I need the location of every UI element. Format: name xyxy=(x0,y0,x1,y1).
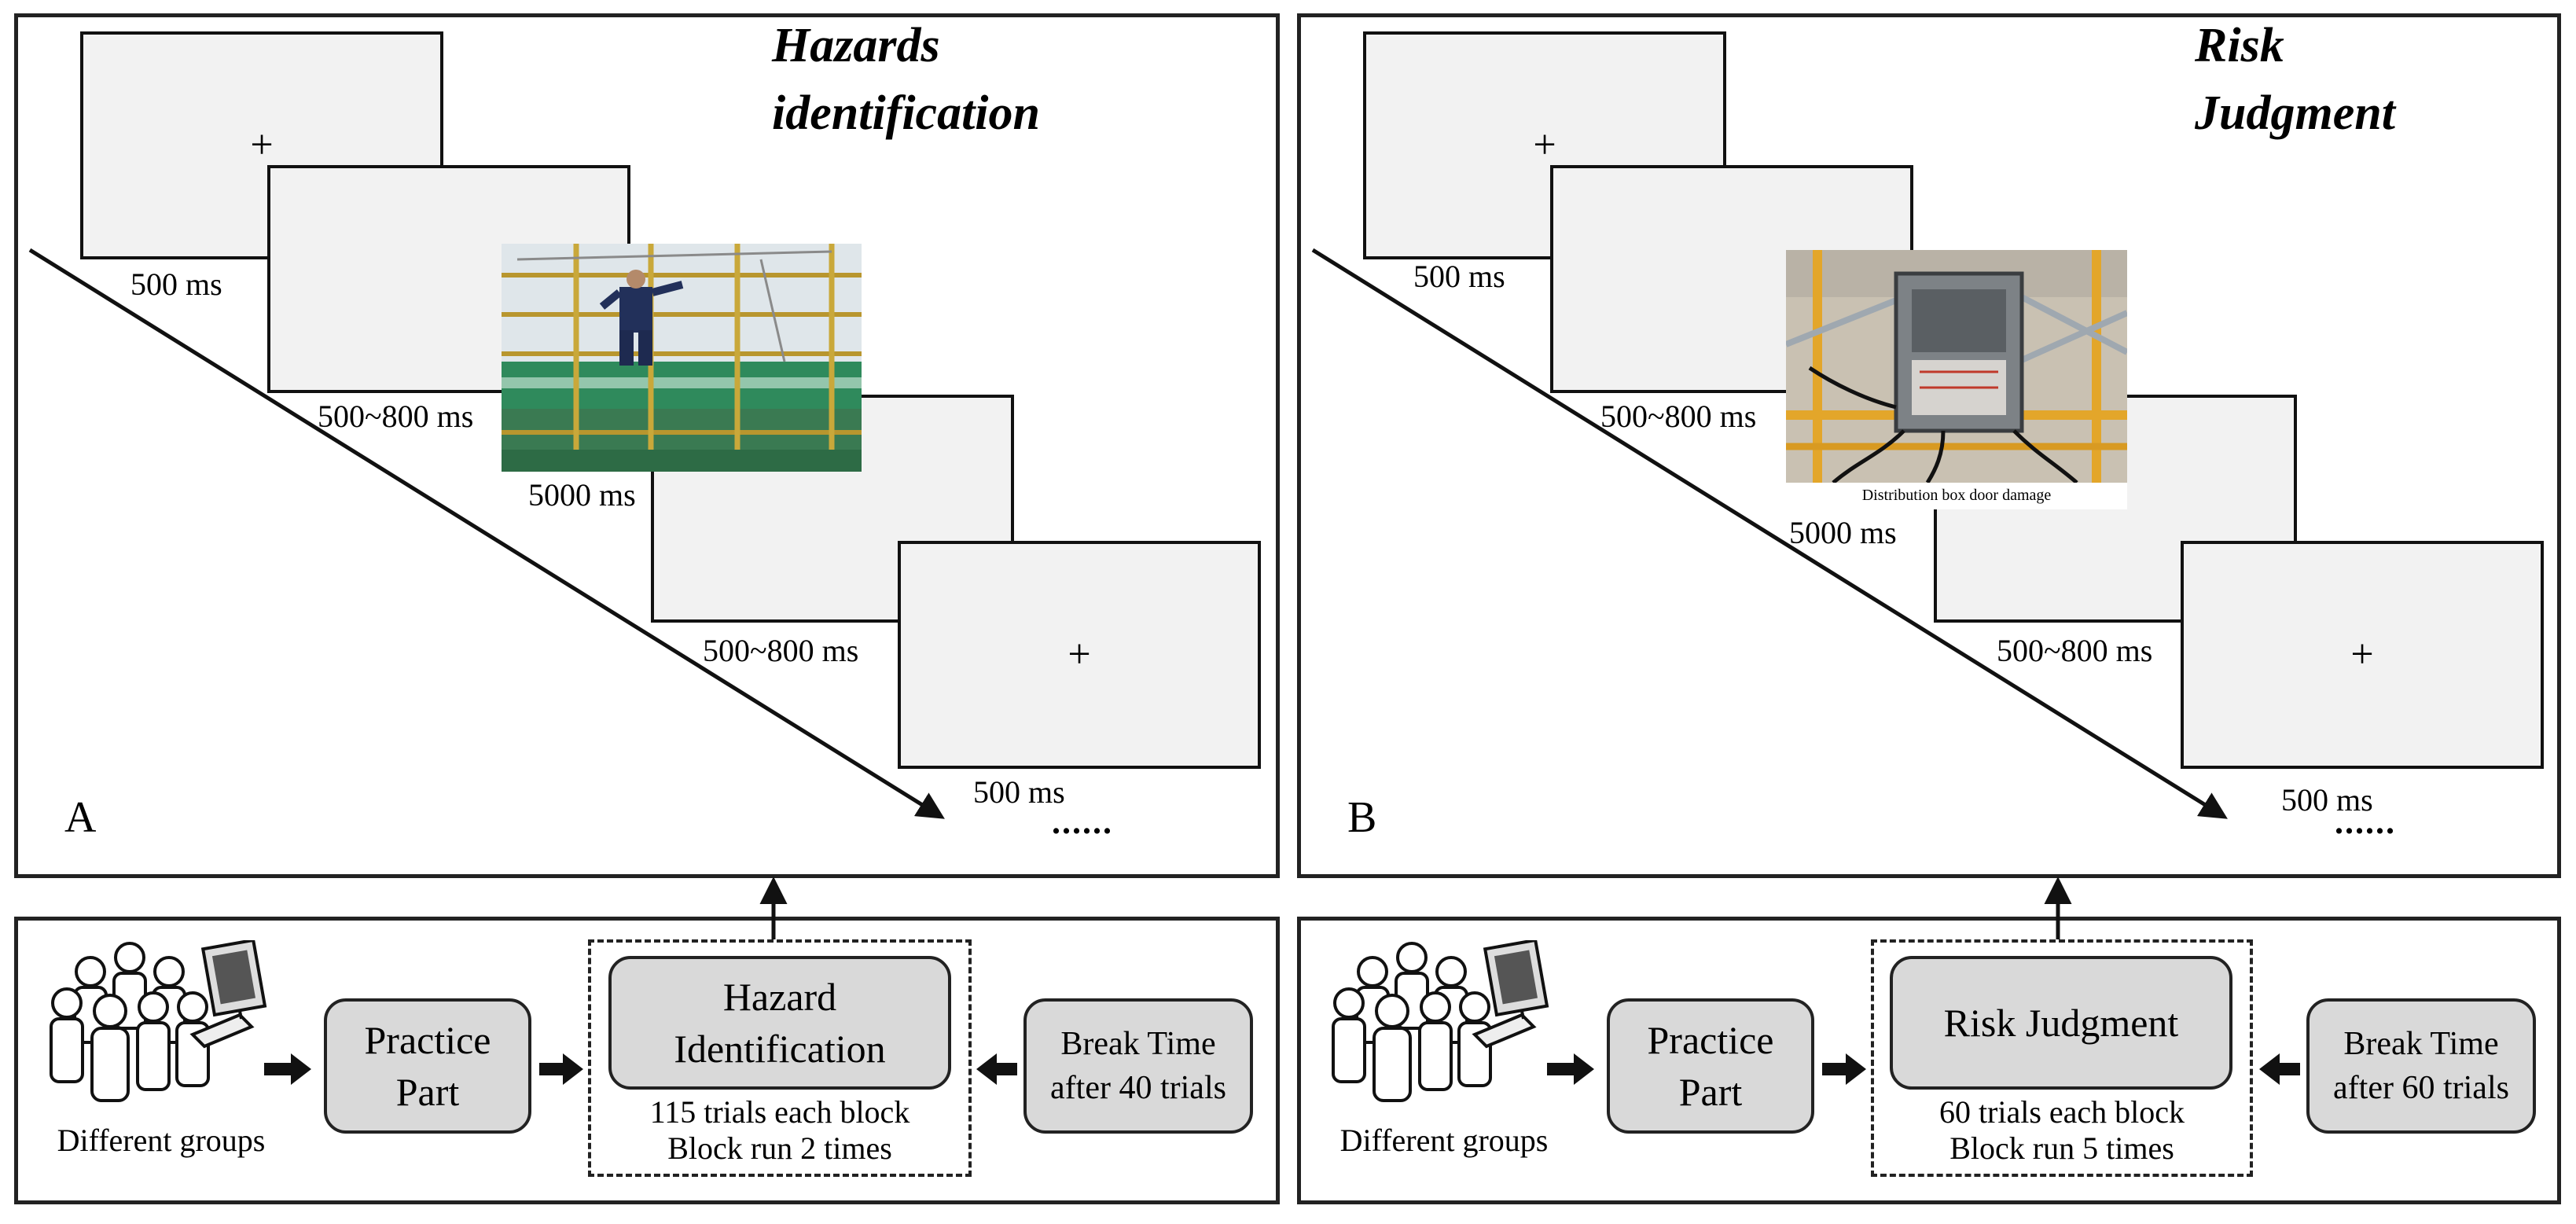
flow-a-trials: 115 trials each block xyxy=(649,1094,910,1130)
flow-b-practice-line1: Practice xyxy=(1647,1018,1774,1062)
flow-a-groups-label: Different groups xyxy=(57,1123,266,1158)
flow-b-task-line1: Risk Judgment xyxy=(1943,1001,2179,1045)
panel-a-time-5: 500 ms xyxy=(973,774,1065,810)
panel-b-distribution-box-photo xyxy=(1786,250,2127,483)
panel-b-title-line2: Judgment xyxy=(2195,86,2395,140)
panel-b-time-3: 5000 ms xyxy=(1789,515,1897,550)
flow-a-break-line1: Break Time xyxy=(1060,1026,1216,1062)
flow-b-practice-box: Practice Part xyxy=(1607,998,1814,1134)
panel-b-fixation-cross-end: + xyxy=(2350,632,2374,677)
flow-b-people-icon xyxy=(1332,940,1549,1102)
panel-a-time-4: 500~800 ms xyxy=(701,633,861,668)
panel-b-time-5: 500 ms xyxy=(2281,782,2373,818)
panel-b-time-1: 500 ms xyxy=(1413,259,1505,294)
panel-a-time-3: 5000 ms xyxy=(528,477,636,513)
panel-b-time-2: 500~800 ms xyxy=(1600,399,1757,434)
panel-b-screen-fixation-end xyxy=(2181,541,2544,769)
flow-b-break-line1: Break Time xyxy=(2343,1026,2499,1062)
flow-b-trials: 60 trials each block xyxy=(1938,1094,2185,1130)
flow-a-people-icon xyxy=(50,940,267,1102)
flow-b-break-line2: after 60 trials xyxy=(2333,1070,2509,1106)
flow-b-break-box: Break Time after 60 trials xyxy=(2306,998,2536,1134)
flow-a-task-box: Hazard Identification xyxy=(608,956,951,1090)
flow-a-block-dashed xyxy=(588,939,972,1177)
panel-a-letter: A xyxy=(64,793,97,842)
flow-b-block-dashed xyxy=(1871,939,2253,1177)
panel-b-title-line1: Risk xyxy=(2195,19,2284,72)
flow-b-runs: Block run 5 times xyxy=(1949,1130,2174,1166)
flow-a-practice-line2: Part xyxy=(395,1070,460,1114)
flow-b-task-box: Risk Judgment xyxy=(1890,956,2232,1090)
panel-b-photo-caption: Distribution box door damage xyxy=(1861,487,2052,504)
flow-a-task-line1: Hazard xyxy=(722,975,837,1019)
panel-a-title-line1: Hazards xyxy=(772,19,940,72)
panel-a-fixation-cross-end: + xyxy=(1068,632,1091,677)
panel-b-photo-frame: Distribution box door damage xyxy=(1786,250,2127,509)
panel-a-scaffold-photo xyxy=(502,244,862,472)
flow-a-practice-box: Practice Part xyxy=(324,998,531,1134)
panel-b-continuation: ...... xyxy=(2335,803,2396,841)
flow-a-task-line2: Identification xyxy=(674,1027,886,1071)
flow-b-practice-line2: Part xyxy=(1678,1070,1743,1114)
flow-a-practice-line1: Practice xyxy=(364,1018,491,1062)
panel-a-fixation-cross: + xyxy=(250,123,274,167)
flow-a-break-line2: after 40 trials xyxy=(1050,1070,1226,1106)
panel-a-time-1: 500 ms xyxy=(130,266,222,302)
flow-a-break-box: Break Time after 40 trials xyxy=(1023,998,1253,1134)
panel-b-time-4: 500~800 ms xyxy=(1995,633,2155,668)
panel-a-continuation: ...... xyxy=(1052,803,1113,841)
panel-a-title-line2: identification xyxy=(772,86,1040,140)
flow-a-runs: Block run 2 times xyxy=(667,1130,892,1166)
flow-b-groups-label: Different groups xyxy=(1339,1123,1549,1158)
panel-b-letter: B xyxy=(1347,793,1377,842)
panel-a-time-2: 500~800 ms xyxy=(318,399,474,434)
panel-b-fixation-cross: + xyxy=(1533,123,1556,167)
